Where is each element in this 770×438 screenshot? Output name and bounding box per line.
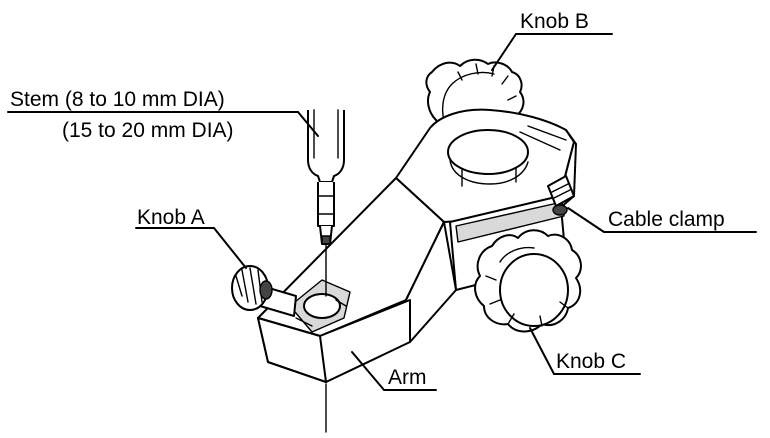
knob-c (474, 229, 582, 333)
knob-c-leader (529, 327, 555, 375)
stem-bore (447, 129, 529, 175)
arm-leader (351, 351, 385, 391)
arm-hole (303, 293, 341, 319)
arm-label: Arm (388, 366, 427, 389)
stem-leader (297, 111, 319, 137)
knob-a-label: Knob A (137, 206, 205, 229)
cable-clamp-leader (567, 207, 605, 233)
knob-b-label: Knob B (520, 10, 589, 33)
cable-clamp-screw (547, 175, 575, 216)
cable-clamp-label: Cable clamp (608, 208, 725, 231)
stem-label-line1: Stem (8 to 10 mm DIA) (10, 88, 225, 111)
knob-a-leader (135, 227, 247, 269)
knob-b-leader (491, 33, 517, 71)
knob-c-label: Knob C (556, 350, 626, 373)
stem-label-line2: (15 to 20 mm DIA) (62, 119, 234, 142)
leader-lines (7, 33, 757, 391)
stem (307, 109, 345, 433)
knob-a (231, 265, 297, 317)
arm (257, 177, 457, 383)
